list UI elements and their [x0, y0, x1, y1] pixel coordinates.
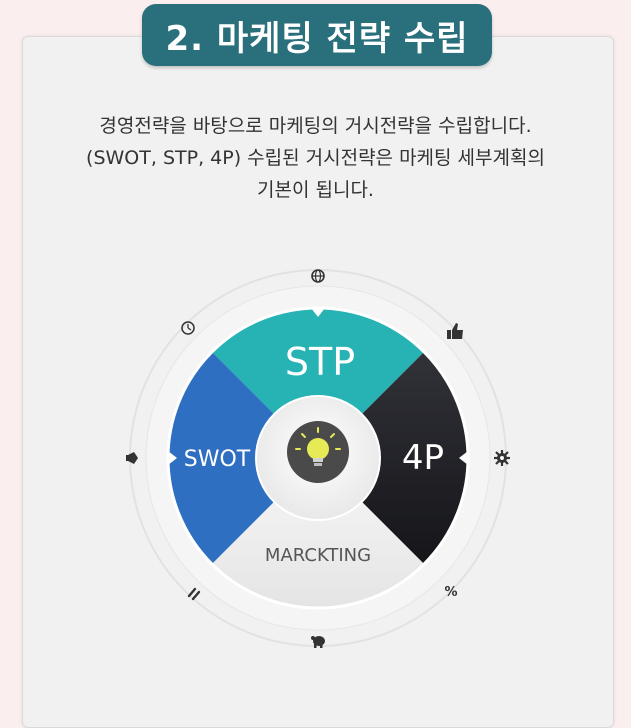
clock-icon [181, 321, 195, 335]
thumbs-up-icon [447, 323, 463, 339]
top-pointer [311, 308, 325, 317]
stp-label: STP [285, 340, 355, 384]
right-pointer [459, 451, 468, 465]
megaphone-icon [126, 452, 138, 464]
marketing-label: MARCKTING [265, 545, 371, 566]
left-pointer [168, 451, 177, 465]
section-title-text: 2. 마케팅 전략 수립 [165, 18, 469, 59]
piggy-bank-icon [311, 636, 325, 648]
percent-icon: % [444, 585, 457, 600]
globe-icon [311, 269, 325, 283]
link-icon [187, 587, 201, 601]
4p-label: 4P [402, 438, 444, 478]
lightbulb-icon [295, 427, 341, 466]
description-line-2: (SWOT, STP, 4P) 수립된 거시전략은 마케팅 세부계획의 [86, 147, 545, 169]
description-line-1: 경영전략을 바탕으로 마케팅의 거시전략을 수립합니다. [99, 115, 532, 137]
gear-icon [494, 450, 510, 466]
description-line-3: 기본이 됩니다. [257, 179, 374, 201]
section-title: 2. 마케팅 전략 수립 [142, 4, 492, 66]
strategy-diagram: STP SWOT 4P MARCKTING % [126, 269, 510, 648]
description: 경영전략을 바탕으로 마케팅의 거시전략을 수립합니다. (SWOT, STP,… [40, 110, 591, 206]
swot-label: SWOT [184, 447, 251, 472]
